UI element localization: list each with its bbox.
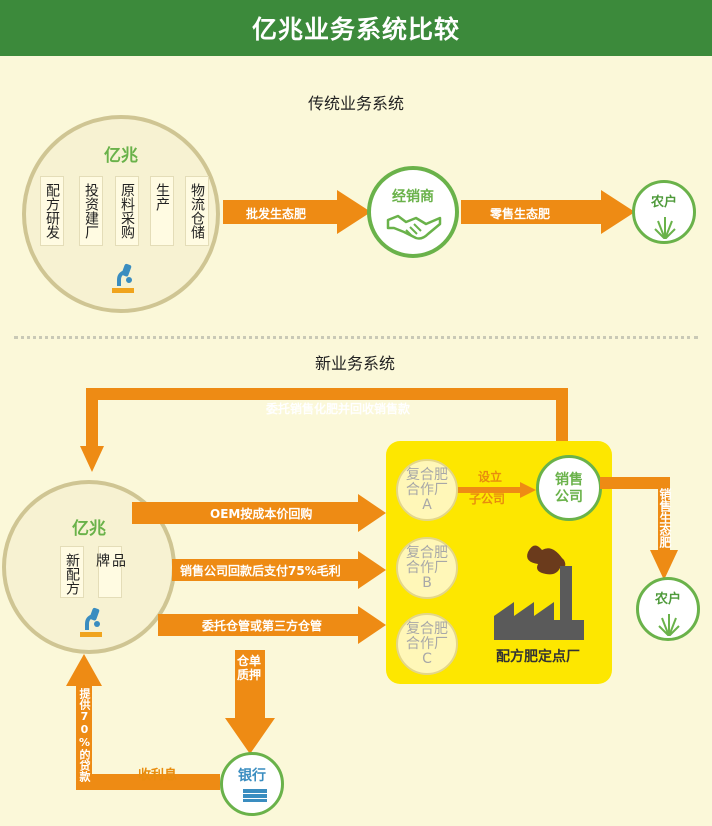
setup-label-bottom: 子公司 [469,492,506,506]
arrow-top-loop [80,388,568,472]
arrow-loan-loop [66,654,220,790]
page-title: 亿兆业务系统比较 [0,0,712,56]
function-card: 投资建厂 [79,176,103,246]
wheat-icon [654,217,676,239]
handshake-icon [386,214,442,240]
interest-label: 收利息 [138,768,178,783]
microscope-icon [112,263,134,293]
farmer-label: 农户 [650,195,677,210]
arrow-retail [461,190,635,234]
function-card: 品牌 [94,546,126,598]
loan-label: 提供70%的贷款 [78,688,91,782]
pledge-label: 仓单质押 [237,654,262,682]
function-card: 原料采购 [115,176,139,246]
setup-label-top: 设立 [478,470,503,484]
arrow-oem [132,494,386,532]
dealer-label: 经销商 [392,189,434,205]
arrow-top-loop-label: 委托销售化肥并回收销售款 [266,402,411,416]
dealer-circle: 经销商 [367,166,459,258]
section-divider [14,336,698,339]
arrow-wholesale [223,190,371,234]
farmer-circle-new: 农户 [636,577,700,641]
farmer-label-new: 农户 [654,592,681,607]
sales-company-label: 销售公司 [555,472,583,505]
arrow-retail-label: 零售生态肥 [490,207,551,221]
factory-label: 配方肥定点厂 [496,649,580,665]
function-card: 生产 [150,176,174,246]
microscope-icon [80,607,102,637]
money-icon [243,789,267,802]
function-card: 新配方 [60,546,84,598]
arrow-wholesale-label: 批发生态肥 [246,207,307,221]
wheat-icon [658,614,680,636]
function-card: 物流仓储 [185,176,209,246]
arrow-storage-label: 委托仓管或第三方仓管 [202,619,323,633]
arrow-oem-label: OEM按成本价回购 [210,507,313,521]
yizhao-label-new: 亿兆 [72,519,106,539]
yizhao-label: 亿兆 [104,146,138,166]
bank-circle: 银行 [220,752,284,816]
yizhao-circle-new: 亿兆 新配方 品牌 [2,480,176,654]
traditional-section-title: 传统业务系统 [307,94,405,113]
factory-icon [494,545,584,640]
arrow-setup-subsidiary [458,482,536,498]
new-section-title: 新业务系统 [314,354,396,373]
arrow-payment [172,551,386,589]
arrow-retail-new [600,477,678,580]
function-card: 配方研发 [40,176,64,246]
yizhao-circle-traditional: 亿兆 配方研发 投资建厂 原料采购 生产 物流仓储 [22,115,220,313]
arrow-retail-new-label: 销售生态肥 [658,488,672,548]
farmer-circle-traditional: 农户 [632,180,696,244]
sales-company-circle: 销售公司 [536,455,602,521]
arrow-storage [158,606,386,644]
bank-label: 银行 [238,768,266,784]
arrow-pledge [225,650,275,754]
arrow-payment-label: 销售公司回款后支付75%毛利 [180,564,341,578]
